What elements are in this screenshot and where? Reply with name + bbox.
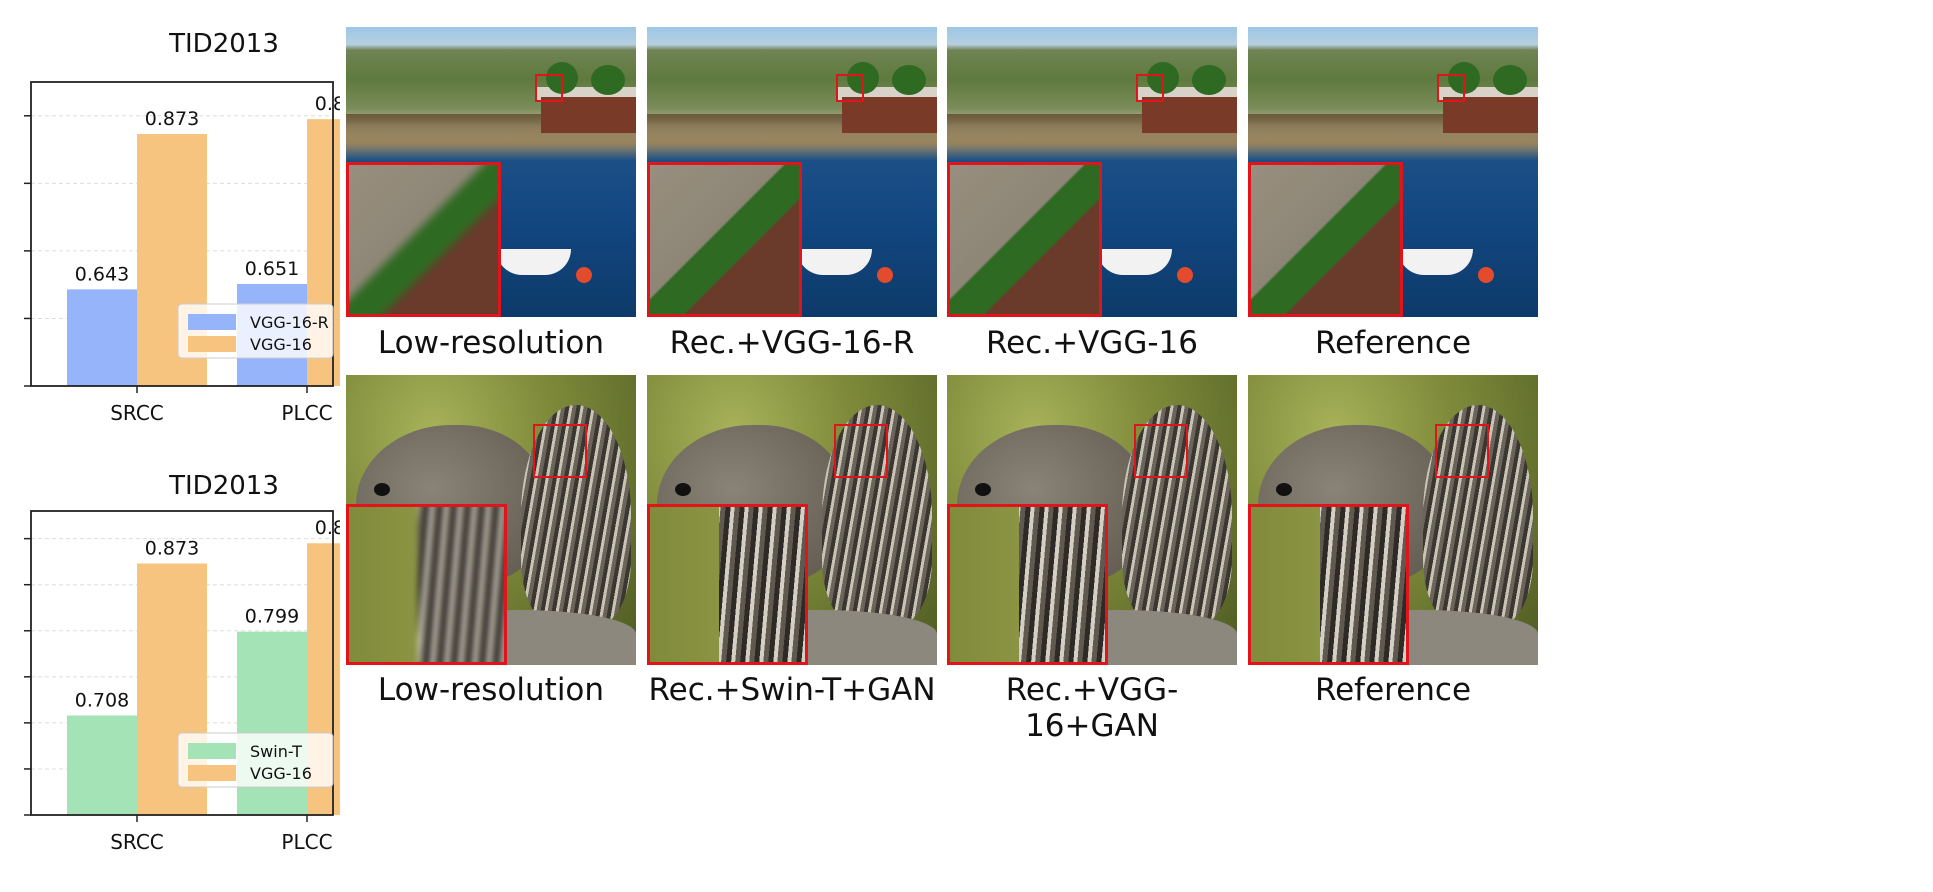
boat [797, 249, 872, 275]
axes-frame [30, 81, 334, 387]
zoom-region-box [1134, 424, 1188, 478]
zoomed-inset [647, 162, 802, 317]
x-tick-label: SRCC [110, 401, 164, 425]
zoomed-inset [1248, 162, 1403, 317]
inset-content [349, 165, 498, 314]
tree [1192, 65, 1226, 95]
bar-swin-t-srcc [67, 715, 137, 815]
inset-content [950, 165, 1099, 314]
zoom-region-box [1435, 424, 1489, 478]
legend-label: VGG-16 [250, 335, 312, 354]
boat [1097, 249, 1172, 275]
zoomed-inset [947, 162, 1102, 317]
squirrel-image-2 [647, 375, 937, 665]
image-caption: Low-resolution [377, 325, 605, 361]
squirrel-eye [1276, 483, 1292, 496]
legend-swatch [188, 336, 236, 352]
squirrel-image-3 [947, 375, 1237, 665]
image-caption: Reference [1314, 325, 1472, 361]
inset-content [349, 507, 504, 662]
zoomed-inset [1248, 504, 1409, 665]
data-label: 0.873 [145, 538, 199, 560]
house [842, 97, 937, 133]
bar-vgg-16-r-srcc [67, 289, 137, 386]
zoom-region-box [834, 424, 888, 478]
chart-title: TID2013 [168, 471, 279, 501]
inset-content [1251, 165, 1400, 314]
inset-content [950, 507, 1105, 662]
landscape-image-4 [1248, 27, 1538, 317]
tree [1493, 65, 1527, 95]
legend-label: VGG-16 [250, 764, 312, 783]
zoom-region-box [533, 424, 587, 478]
landscape-image-1 [346, 27, 636, 317]
buoy [877, 267, 893, 283]
zoom-region-box [1136, 74, 1164, 102]
x-tick-label: SRCC [110, 830, 164, 854]
data-label: 0.873 [145, 108, 199, 130]
x-tick-label: PLCC [281, 830, 332, 854]
squirrel-tail [1122, 405, 1232, 625]
squirrel-eye [675, 483, 691, 496]
image-caption: Rec.+VGG-16-R [669, 325, 915, 361]
squirrel-eye [374, 483, 390, 496]
zoom-region-box [1437, 74, 1465, 102]
legend-swatch [188, 743, 236, 759]
inset-content [650, 507, 805, 662]
squirrel-image-4 [1248, 375, 1538, 665]
zoom-region-box [535, 74, 563, 102]
image-caption: Rec.+VGG-16+GAN [1005, 672, 1179, 744]
squirrel-tail [822, 405, 932, 625]
data-label: 0.895 [315, 517, 340, 539]
zoomed-inset [346, 504, 507, 665]
inset-content [1251, 507, 1406, 662]
image-caption: Rec.+Swin-T+GAN [648, 672, 936, 708]
buoy [1478, 267, 1494, 283]
squirrel-image-1 [346, 375, 636, 665]
squirrel-eye [975, 483, 991, 496]
bar-swin-t-plcc [237, 631, 307, 815]
landscape-image-3 [947, 27, 1237, 317]
zoomed-inset [346, 162, 501, 317]
tree [591, 65, 625, 95]
image-caption: Reference [1314, 672, 1472, 708]
image-caption: Low-resolution [377, 672, 605, 708]
house [1142, 97, 1237, 133]
data-label: 0.651 [245, 258, 299, 280]
data-label: 0.643 [75, 263, 129, 285]
zoomed-inset [947, 504, 1108, 665]
house [541, 97, 636, 133]
inset-content [650, 165, 799, 314]
boat [1398, 249, 1473, 275]
data-label: 0.708 [75, 690, 129, 712]
x-tick-label: PLCC [281, 401, 332, 425]
landscape-image-2 [647, 27, 937, 317]
legend-label: VGG-16-R [250, 313, 329, 332]
tree [892, 65, 926, 95]
zoom-region-box [836, 74, 864, 102]
legend-swatch [188, 765, 236, 781]
chart-title: TID2013 [168, 29, 279, 59]
data-label: 0.799 [245, 606, 299, 628]
squirrel-tail [521, 405, 631, 625]
legend-swatch [188, 314, 236, 330]
axes-frame [30, 510, 334, 816]
house [1443, 97, 1538, 133]
squirrel-tail [1423, 405, 1533, 625]
zoomed-inset [647, 504, 808, 665]
legend-label: Swin-T [250, 742, 302, 761]
buoy [1177, 267, 1193, 283]
image-caption: Rec.+VGG-16 [986, 325, 1198, 361]
data-label: 0.895 [315, 93, 340, 115]
buoy [576, 267, 592, 283]
boat [496, 249, 571, 275]
